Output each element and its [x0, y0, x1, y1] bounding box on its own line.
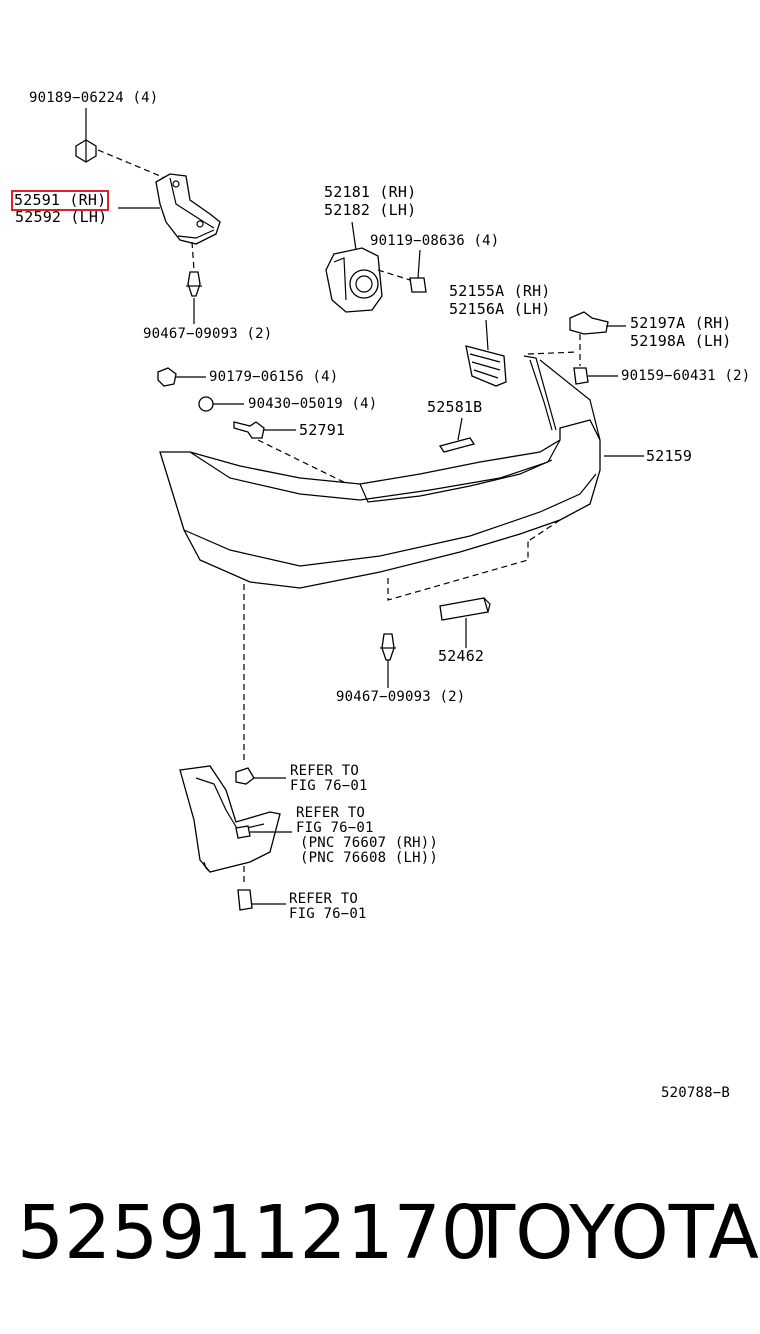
label-retainer-rh: 52155A (RH) [449, 282, 551, 300]
label-retainer-lh: 52156A (LH) [449, 300, 551, 318]
label-refer-3-line-1: REFER TO [289, 891, 359, 907]
clip-lower-graphic [380, 633, 396, 688]
label-lamp-rh: 52181 (RH) [324, 183, 417, 201]
footer-part-number: 5259112170 [17, 1190, 488, 1276]
label-pad: 52462 [438, 647, 485, 665]
label-reflector: 52581B [427, 398, 483, 416]
label-bracket-rh-highlighted: 52591 (RH) [11, 190, 110, 211]
pad-graphic [439, 597, 491, 648]
label-support-screw: 90159−60431 (2) [621, 368, 751, 384]
label-support-lh: 52198A (LH) [630, 332, 732, 350]
bumper-graphic [159, 355, 644, 760]
label-refer-2-line-2: FIG 76−01 [296, 820, 374, 836]
support-graphic [527, 311, 626, 385]
label-clip-upper: 90467−09093 (2) [143, 326, 273, 342]
bracket-graphic [118, 173, 221, 271]
reflector-graphic [438, 417, 476, 453]
label-support-rh: 52197A (RH) [630, 314, 732, 332]
label-refer-1-line-1: REFER TO [290, 763, 360, 779]
label-nut: 90179−06156 (4) [209, 369, 339, 385]
diagram-code: 520788−B [661, 1085, 731, 1101]
label-refer-2-line-1: REFER TO [296, 805, 366, 821]
label-refer-1-line-2: FIG 76−01 [290, 778, 368, 794]
retainer-graphic [465, 319, 507, 387]
label-lamp-screw: 90119−08636 (4) [370, 233, 500, 249]
footer-brand: TOYOTA [470, 1190, 759, 1276]
mudguard-graphic [179, 765, 292, 911]
label-bumper-cover: 52159 [646, 447, 693, 465]
label-washer: 90430−05019 (4) [248, 396, 378, 412]
label-lamp-lh: 52182 (LH) [324, 201, 417, 219]
lamp-graphic [325, 221, 427, 313]
label-clip-lower: 90467−09093 (2) [336, 689, 466, 705]
label-bumper-clip: 52791 [299, 421, 346, 439]
label-refer-3-line-2: FIG 76−01 [289, 906, 367, 922]
label-refer-2-line-4: (PNC 76608 (LH)) [300, 850, 439, 866]
label-refer-2-line-3: (PNC 76607 (RH)) [300, 835, 439, 851]
label-bolt-top: 90189−06224 (4) [29, 90, 159, 106]
label-bracket-lh: 52592 (LH) [15, 208, 108, 226]
clip-upper-graphic [186, 271, 202, 324]
bolt-top-graphic [75, 108, 166, 179]
